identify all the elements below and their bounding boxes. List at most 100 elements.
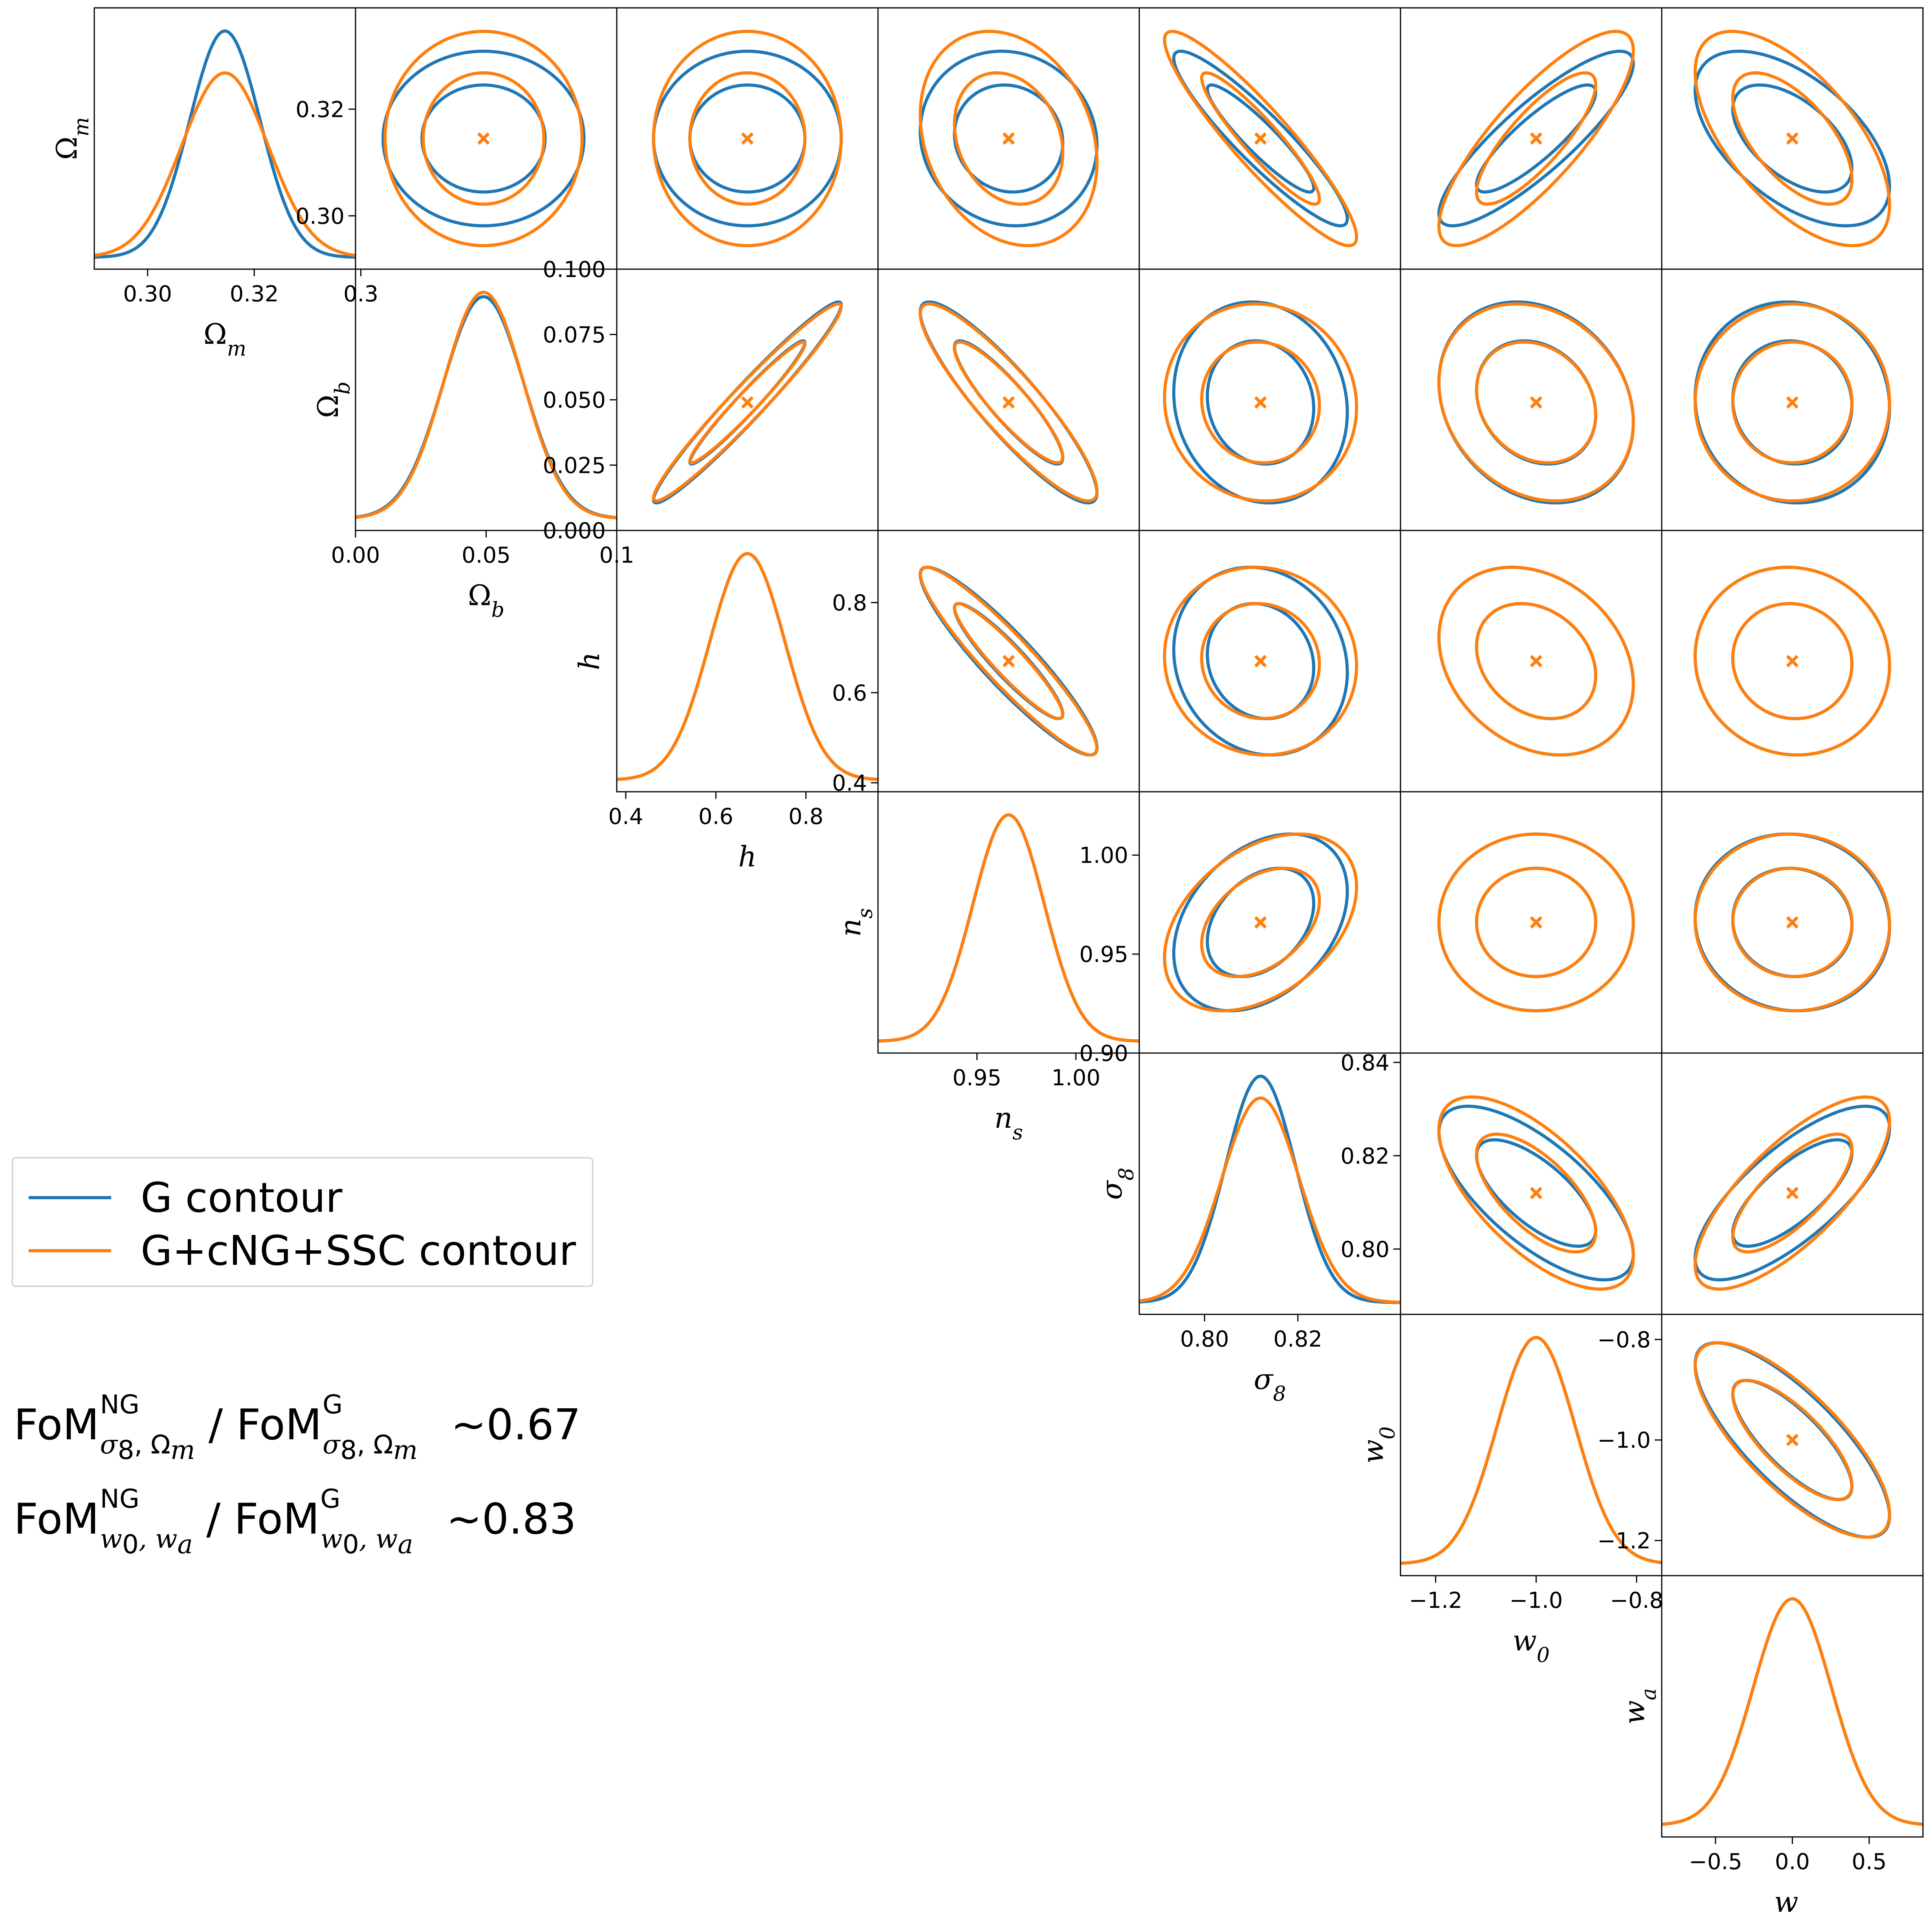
fom2-sub-left: w xyxy=(100,1524,123,1554)
xtick-label-Ob-0: 0.00 xyxy=(331,543,380,568)
ytick-label-h-2: 0.8 xyxy=(832,590,867,616)
xtick-label-ns-1: 1.00 xyxy=(1051,1065,1100,1091)
contour-w0-Om-ng-1sigma xyxy=(1475,71,1597,206)
panel-frame-s8-Ob xyxy=(1138,268,1401,531)
xaxis-label-Ob: Ωb xyxy=(468,579,504,622)
xtick-label-wa-2: 0.5 xyxy=(1852,1849,1887,1875)
xaxis-label-Om-sub: m xyxy=(227,337,246,361)
contour-w0-s8-ng-2sigma xyxy=(1437,1095,1635,1291)
ytick-label-h-1: 0.6 xyxy=(832,681,867,706)
fom2-prefix-g: FoM xyxy=(234,1494,320,1544)
xaxis-label-s8-base: σ xyxy=(1254,1363,1274,1396)
xtick-label-Om-2: 0.3 xyxy=(343,281,378,307)
ytick-label-Ob-1: 0.025 xyxy=(543,453,606,479)
xaxis-label-Ob-base: Ω xyxy=(468,579,491,612)
contour-ns-Ob-ng-2sigma xyxy=(918,302,1099,503)
ytick-label-s8-2: 0.84 xyxy=(1340,1050,1389,1076)
xtick-label-Ob-1: 0.05 xyxy=(462,543,511,568)
fom1-sub-left-g: σ xyxy=(323,1429,341,1460)
legend-label-g: G contour xyxy=(141,1174,343,1222)
yaxis-label-ns: ns xyxy=(834,908,877,937)
fiducial-marker-s8-h xyxy=(1254,655,1267,668)
xaxis-label-h: h xyxy=(738,840,756,873)
fiducial-marker-ns-Ob xyxy=(1002,396,1015,409)
panel-frame-Ob-Om xyxy=(355,7,618,270)
xtick-label-s8-0: 0.80 xyxy=(1180,1327,1229,1352)
fom1-sub-left-sub: 8 xyxy=(117,1435,134,1466)
xtick-label-ns-0: 0.95 xyxy=(953,1065,1002,1091)
yaxis-label-s8: σ8 xyxy=(1095,1167,1138,1200)
fom2-slash: / xyxy=(192,1494,234,1544)
contour-wa-h-ng-2sigma xyxy=(1694,565,1891,757)
fom1-sub-left: σ xyxy=(100,1429,118,1460)
marginal-wa-ng xyxy=(1662,1597,1923,1826)
fiducial-marker-s8-Om xyxy=(1254,132,1267,145)
xaxis-label-ns: ns xyxy=(994,1101,1023,1145)
ytick-label-Om-0: 0.30 xyxy=(295,204,345,229)
contour-w0-ns-ng-1sigma xyxy=(1475,866,1597,978)
fom2-sub-left-sub: 0 xyxy=(122,1529,139,1560)
fom2-sub-right-sub-g: a xyxy=(398,1529,413,1560)
fiducial-marker-wa-h xyxy=(1786,655,1799,668)
contour-w0-h-ng-2sigma xyxy=(1437,565,1635,757)
contour-w0-ns-ng-2sigma xyxy=(1437,832,1635,1013)
yaxis-label-ns-sub: s xyxy=(854,908,877,919)
xtick-label-w0-0: −1.2 xyxy=(1409,1588,1463,1613)
yaxis-label-w0-sub: 0 xyxy=(1376,1426,1400,1439)
xtick-label-w0-1: −1.0 xyxy=(1509,1588,1563,1613)
contour-wa-Ob-ng-2sigma xyxy=(1694,302,1891,503)
fiducial-marker-w0-Ob xyxy=(1530,396,1543,409)
yaxis-label-Ob: Ωb xyxy=(312,382,355,418)
panel-frame-s8-s8 xyxy=(1138,1052,1401,1315)
fom2-sub-left-g: w xyxy=(320,1524,343,1554)
ytick-label-Om-1: 0.32 xyxy=(295,97,345,123)
legend-item-ng: G+cNG+SSC contour xyxy=(29,1227,576,1275)
fom1-relation: ~ xyxy=(451,1400,487,1450)
xtick-label-Om-1: 0.32 xyxy=(230,281,279,307)
fiducial-marker-s8-Ob xyxy=(1254,396,1267,409)
marginal-ns-ng xyxy=(878,813,1139,1043)
contour-s8-Om-ng-1sigma xyxy=(1200,71,1321,206)
xaxis-label-Om: Ωm xyxy=(203,317,246,361)
fiducial-marker-w0-ns xyxy=(1530,916,1543,929)
legend: G contour G+cNG+SSC contour xyxy=(12,1157,593,1287)
contour-h-Om-ng-1sigma xyxy=(688,71,807,206)
fom2-sub-sep-g: , w xyxy=(359,1524,398,1554)
contour-wa-ns-ng-1sigma xyxy=(1731,866,1854,978)
panel-frame-wa-w0 xyxy=(1661,1314,1924,1576)
panel-frame-Om-Om xyxy=(93,7,356,270)
contour-wa-s8-ng-1sigma xyxy=(1731,1132,1854,1254)
legend-swatch-g xyxy=(29,1196,111,1199)
yaxis-label-Ob-sub: b xyxy=(331,382,355,395)
ytick-label-Ob-3: 0.075 xyxy=(543,322,606,348)
xaxis-label-ns-base: n xyxy=(994,1101,1012,1134)
xaxis-label-wa: wa xyxy=(1774,1885,1811,1912)
ytick-label-Ob-2: 0.050 xyxy=(543,388,606,413)
fiducial-marker-w0-s8 xyxy=(1530,1187,1543,1200)
fiducial-marker-wa-ns xyxy=(1786,916,1799,929)
contour-ns-Ob-ng-1sigma xyxy=(953,340,1065,464)
xaxis-label-s8: σ8 xyxy=(1254,1363,1286,1406)
contour-wa-w0-ng-1sigma xyxy=(1731,1379,1854,1501)
yaxis-label-Om: Ωm xyxy=(50,117,93,160)
contour-Ob-Om-g-2sigma xyxy=(381,50,586,228)
contour-wa-ns-ng-2sigma xyxy=(1694,832,1891,1013)
ytick-label-ns-1: 0.95 xyxy=(1079,942,1128,967)
contour-s8-Ob-g-2sigma xyxy=(1172,300,1349,505)
ytick-label-s8-1: 0.82 xyxy=(1340,1143,1389,1169)
xtick-label-w0-2: −0.8 xyxy=(1610,1588,1663,1613)
legend-item-g: G contour xyxy=(29,1174,343,1222)
fiducial-marker-w0-Om xyxy=(1530,132,1543,145)
ytick-label-s8-0: 0.80 xyxy=(1340,1237,1389,1262)
contour-s8-Om-ng-2sigma xyxy=(1163,29,1358,248)
fom2-value: 0.83 xyxy=(482,1494,577,1544)
marginal-Om-g xyxy=(94,29,356,259)
yaxis-label-wa-sub: a xyxy=(1637,1688,1661,1700)
contour-wa-w0-ng-2sigma xyxy=(1694,1341,1891,1539)
fom1-slash: / xyxy=(195,1400,236,1450)
xtick-label-h-0: 0.4 xyxy=(608,804,643,829)
contour-Ob-Om-ng-2sigma xyxy=(383,29,584,248)
xtick-label-wa-0: −0.5 xyxy=(1689,1849,1742,1875)
